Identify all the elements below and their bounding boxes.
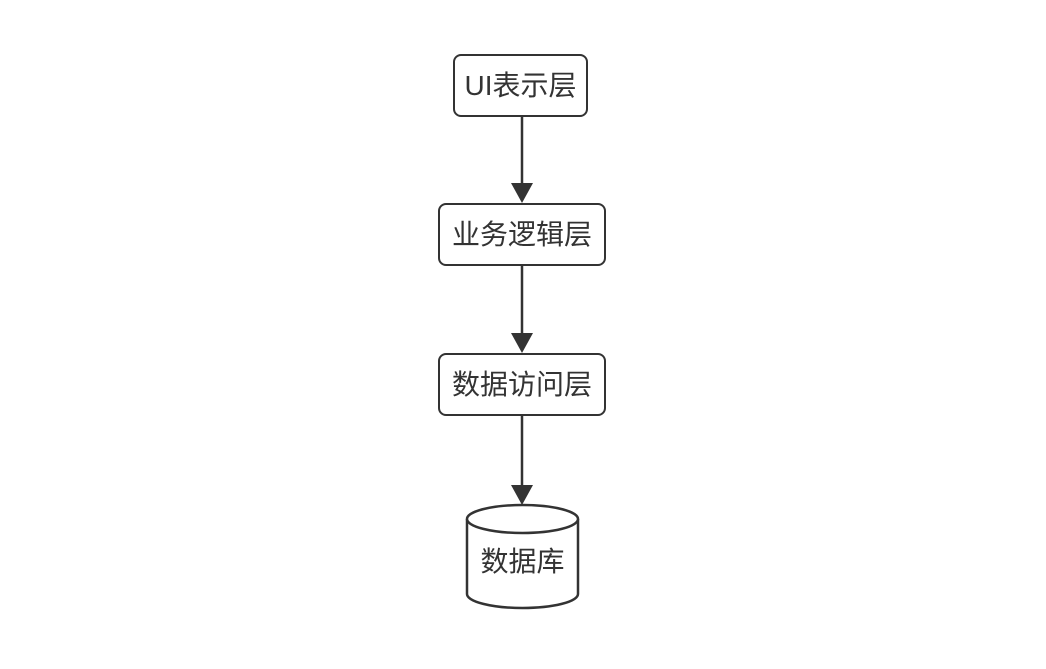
arrow-dataaccess-to-database [511,416,533,505]
node-label: 数据库 [480,546,565,577]
node-business-logic-layer: 业务逻辑层 [438,203,606,266]
node-label: UI表示层 [464,69,577,101]
arrow-business-to-dataaccess [511,266,533,353]
node-database: 数据库 [465,503,580,610]
database-cylinder-icon [465,503,580,610]
node-ui-presentation-layer: UI表示层 [453,54,588,117]
arrow-ui-to-business [511,117,533,203]
node-data-access-layer: 数据访问层 [438,353,606,416]
node-label: 数据访问层 [451,368,592,400]
node-label: 业务逻辑层 [451,218,592,250]
